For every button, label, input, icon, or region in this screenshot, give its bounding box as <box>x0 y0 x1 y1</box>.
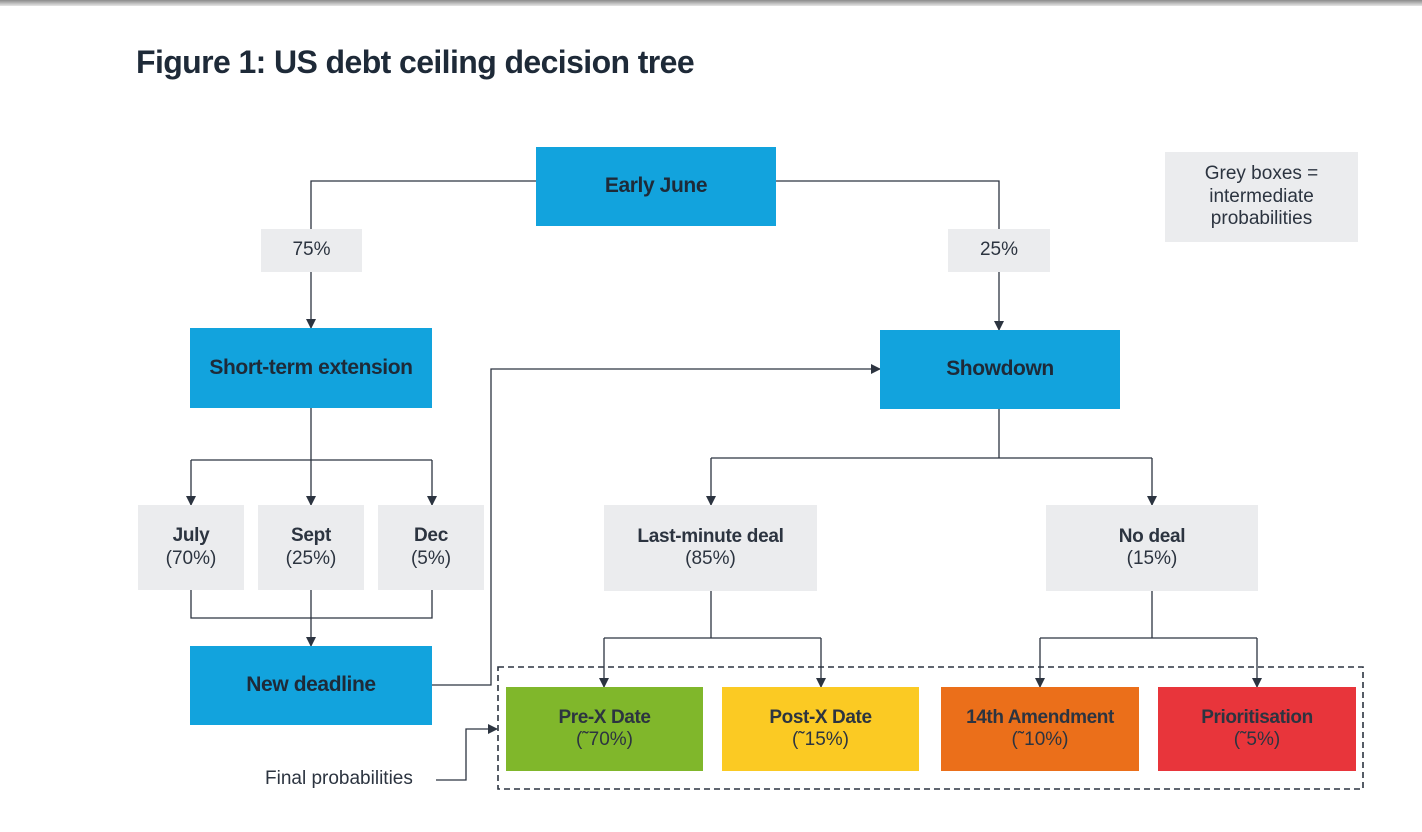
outcome-prioritisation-prob: (˜5%) <box>1233 729 1281 750</box>
deadline-july-name: July <box>172 525 210 547</box>
node-short-term-extension-label: Short-term extension <box>209 355 413 379</box>
outcome-post-x-date: Post-X Date (˜15%) <box>722 687 919 771</box>
figure-title: Figure 1: US debt ceiling decision tree <box>136 44 695 80</box>
outcome-14th-amendment-prob: (˜10%) <box>1011 729 1069 750</box>
path-no-deal-name: No deal <box>1118 525 1186 547</box>
prob-25-label: 25% <box>979 239 1019 261</box>
prob-box-25: 25% <box>948 229 1050 272</box>
top-border <box>0 0 1422 6</box>
line-early-june-left <box>310 180 536 229</box>
legend-text: Grey boxes = intermediate probabilities <box>1204 163 1319 230</box>
prob-box-75: 75% <box>261 229 362 272</box>
deadline-july-prob: (70%) <box>165 547 217 569</box>
final-probabilities-frame <box>497 666 1364 790</box>
deadline-sept-prob: (25%) <box>285 547 337 569</box>
prob-75-label: 75% <box>292 239 331 261</box>
outcome-pre-x-date-name: Pre-X Date <box>558 706 651 728</box>
outcome-pre-x-date: Pre-X Date (˜70%) <box>506 687 703 771</box>
deadline-july: July (70%) <box>138 505 244 590</box>
node-new-deadline-label: New deadline <box>246 673 376 697</box>
path-last-minute-deal-prob: (85%) <box>685 548 736 569</box>
node-showdown: Showdown <box>880 330 1120 409</box>
outcome-prioritisation-name: Prioritisation <box>1201 706 1313 728</box>
outcome-14th-amendment-name: 14th Amendment <box>966 706 1114 728</box>
path-no-deal: No deal (15%) <box>1046 505 1258 591</box>
outcome-post-x-date-prob: (˜15%) <box>791 729 849 750</box>
node-new-deadline: New deadline <box>190 646 432 725</box>
path-last-minute-deal: Last-minute deal (85%) <box>604 505 817 591</box>
legend-box: Grey boxes = intermediate probabilities <box>1165 152 1358 242</box>
deadline-sept-name: Sept <box>291 525 331 547</box>
deadline-dec: Dec (5%) <box>378 505 484 590</box>
line-early-june-right <box>776 180 1000 229</box>
line-new-deadline-to-showdown <box>432 364 881 686</box>
node-early-june: Early June <box>536 147 776 226</box>
node-showdown-label: Showdown <box>946 357 1054 381</box>
node-short-term-extension: Short-term extension <box>190 328 432 408</box>
deadline-dec-prob: (5%) <box>410 547 452 569</box>
deadline-dec-name: Dec <box>414 525 448 547</box>
outcome-pre-x-date-prob: (˜70%) <box>575 729 633 750</box>
deadline-sept: Sept (25%) <box>258 505 364 590</box>
node-early-june-label: Early June <box>604 174 708 198</box>
path-no-deal-prob: (15%) <box>1126 548 1178 569</box>
outcome-post-x-date-name: Post-X Date <box>769 706 872 728</box>
outcome-14th-amendment: 14th Amendment (˜10%) <box>941 687 1139 771</box>
line-caption-pointer <box>436 724 498 781</box>
outcome-prioritisation: Prioritisation (˜5%) <box>1158 687 1356 771</box>
path-last-minute-deal-name: Last-minute deal <box>637 525 784 547</box>
final-probabilities-caption: Final probabilities <box>265 768 413 789</box>
